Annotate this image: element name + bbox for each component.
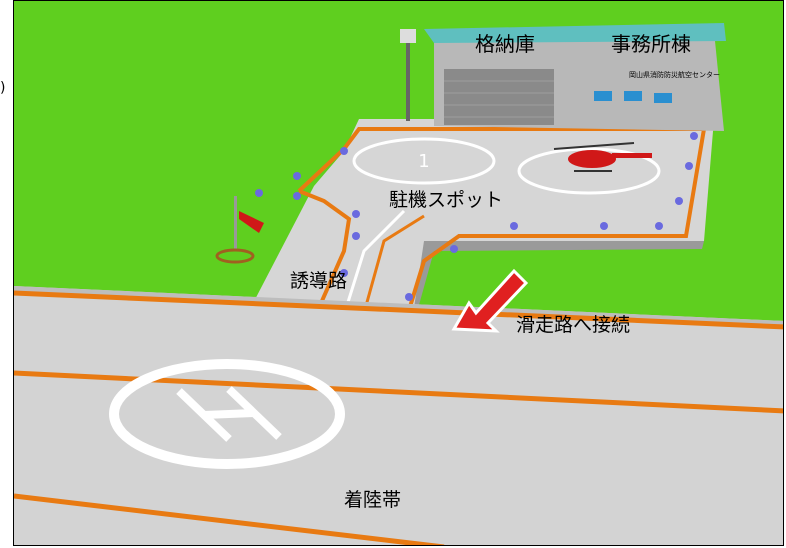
parking-pad-1	[352, 137, 496, 185]
label-runway-connect: 滑走路へ接続	[516, 314, 630, 336]
label-landing-zone: 着陸帯	[344, 489, 401, 511]
frame-edge-glyph: )	[0, 80, 6, 96]
windsock-pole	[234, 196, 237, 251]
building-roof	[424, 23, 726, 43]
label-taxiway: 誘導路	[290, 270, 347, 292]
landing-h-letter	[176, 386, 282, 442]
taxiway-left-line	[298, 189, 352, 320]
mast-lamp	[400, 29, 416, 43]
parking-pad-2	[517, 147, 661, 195]
windsock-base	[215, 248, 255, 264]
edge-lights	[255, 132, 698, 301]
runway-top-line	[14, 290, 783, 330]
light-mast	[406, 41, 410, 121]
heliport-scene: 1 岡山県消防防災航空センター	[14, 1, 783, 545]
runway	[14, 286, 783, 545]
runway-arrow-icon	[451, 268, 529, 333]
landing-h-circle	[109, 359, 345, 469]
heliport-diagram: 1 岡山県消防防災航空センター	[13, 0, 784, 546]
hangar-door	[444, 69, 554, 125]
apron-boundary-line	[297, 127, 707, 334]
taxiway-center-line	[357, 214, 425, 332]
label-hangar: 格納庫	[475, 32, 535, 56]
office-window	[624, 91, 642, 101]
label-office: 事務所棟	[611, 32, 691, 56]
windsock	[239, 211, 264, 233]
pad-number: 1	[418, 151, 429, 172]
office-window	[594, 91, 612, 101]
office-window	[654, 93, 672, 103]
helicopter	[553, 142, 652, 172]
building-sign: 岡山県消防防災航空センター	[629, 70, 720, 79]
runway-bottom-line	[14, 493, 445, 545]
label-parking-spot: 駐機スポット	[389, 189, 503, 211]
